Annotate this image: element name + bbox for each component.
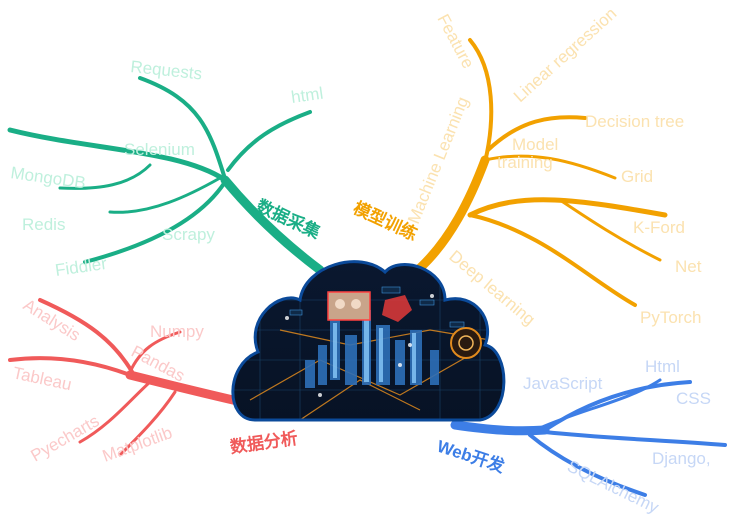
label-redis: Redis bbox=[22, 215, 65, 234]
label-decision-tree: Decision tree bbox=[585, 112, 684, 131]
branch-data-collection bbox=[7, 76, 325, 275]
label-mongodb: MongoDB bbox=[9, 163, 87, 192]
label-pytorch: PyTorch bbox=[640, 308, 701, 327]
label-fiddler: Fiddler bbox=[54, 254, 108, 280]
label-net: Net bbox=[675, 257, 702, 276]
label-pyecharts: Pyecharts bbox=[28, 411, 103, 465]
label-sqlalchemy: SQLAlchemy bbox=[564, 457, 662, 515]
label-training: training bbox=[497, 153, 553, 172]
label-tableau: Tableau bbox=[11, 363, 73, 394]
label-selenium: Selenium bbox=[124, 140, 195, 159]
branch-title-analysis: 数据分析 bbox=[229, 428, 299, 457]
label-css: CSS bbox=[676, 389, 711, 408]
label-analysis: Analysis bbox=[20, 295, 84, 345]
branch-title-web: Web开发 bbox=[435, 436, 508, 477]
label-k-ford: K-Ford bbox=[633, 218, 685, 237]
label-linear-regression: Linear regression bbox=[510, 4, 620, 106]
label-html: html bbox=[290, 84, 324, 107]
label-scrapy: Scrapy bbox=[162, 225, 215, 244]
branch-web-development bbox=[450, 378, 727, 497]
label-grid: Grid bbox=[621, 167, 653, 186]
label-numpy: Numpy bbox=[150, 322, 204, 341]
label-django: Django, bbox=[652, 449, 711, 468]
branch-model-training bbox=[415, 38, 668, 307]
label-javascript: JavaScript bbox=[523, 374, 603, 393]
label-matplotlib: Matplotlib bbox=[100, 423, 175, 466]
label-html-web: Html bbox=[645, 357, 680, 376]
label-model: Model bbox=[512, 135, 558, 154]
